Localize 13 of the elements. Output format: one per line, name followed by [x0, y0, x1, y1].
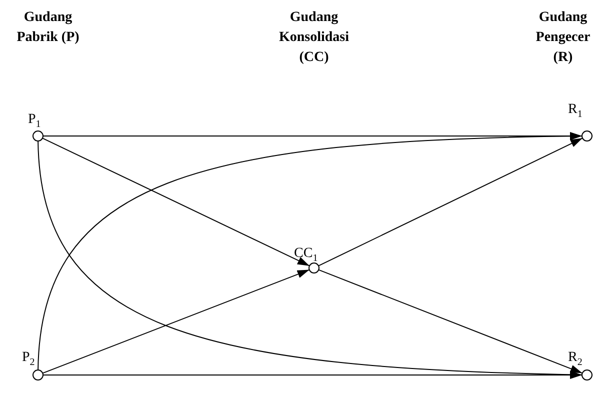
arrow	[42, 138, 310, 266]
node-label: R$_{1}$	[568, 102, 582, 122]
column-heading: Gudang Pengecer (R)	[534, 9, 592, 67]
column-heading: Gudang Konsolidasi (CC)	[278, 9, 350, 67]
node-label: P$_{1}$	[28, 112, 41, 132]
node-label: CC$_{1}$	[294, 246, 318, 266]
node-label: R$_{2}$	[568, 350, 582, 370]
arrow	[42, 269, 310, 374]
node-label: P$_{2}$	[22, 350, 35, 370]
column-heading: Gudang Pabrik (P)	[16, 9, 80, 47]
arrow	[318, 138, 583, 266]
arrow	[318, 269, 583, 374]
arrow	[42, 371, 582, 379]
